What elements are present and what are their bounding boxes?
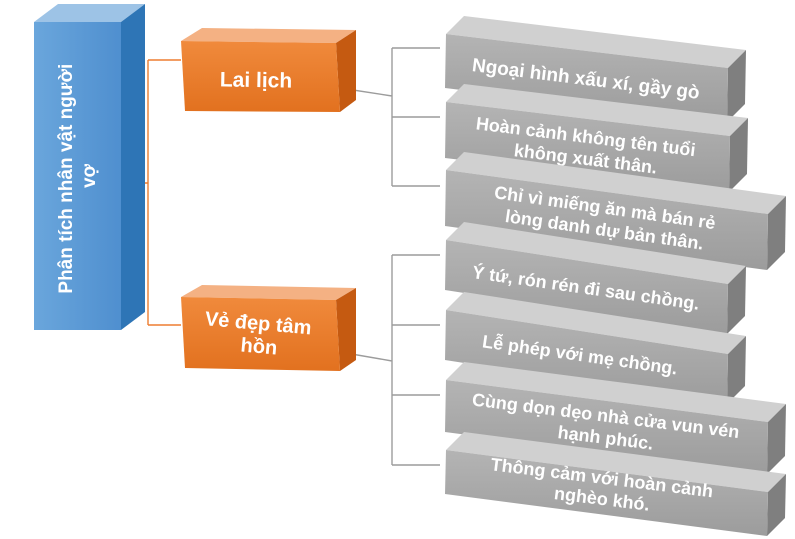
leaf-node-front-face [445, 380, 768, 474]
branch-node-label: Lai lịch [220, 68, 293, 92]
branch-node-ve-dep-tam-hon: Vẻ đẹp tâm hồn [181, 285, 356, 371]
leaf-node-top-face [446, 222, 746, 284]
leaf-node-top-face [446, 362, 786, 422]
leaf-node-top-face [446, 152, 786, 214]
leaf-node-side-face [729, 118, 748, 192]
leaf-node-front-face [445, 102, 730, 192]
leaf-node-side-face [727, 266, 746, 334]
leaf-node-front-face [445, 310, 728, 404]
leaf-node-top-face [446, 16, 746, 68]
leaf-node-side-face [727, 336, 746, 404]
leaf-node: Lễ phép với mẹ chồng. [445, 292, 746, 404]
leaf-node: Ý tứ, rón rén đi sau chồng. [445, 222, 746, 334]
leaf-node: Cùng dọn dẹo nhà cửa vun vén hạnh phúc. [445, 362, 786, 474]
root-node: Phân tích nhân vật người vợ [34, 4, 145, 330]
leaf-node-side-face [767, 404, 786, 474]
root-node-front-face [34, 22, 121, 330]
leaf-node-front-face [445, 34, 728, 122]
root-node-label: Phân tích nhân vật người vợ [56, 58, 100, 293]
root-node-side-face [121, 4, 145, 330]
leaf-node: Chỉ vì miếng ăn mà bán rẻ lòng danh dự b… [445, 152, 786, 270]
leaf-node-front-face [445, 450, 768, 536]
leaf-node: Thông cảm với hoàn cảnh nghèo khó. [445, 432, 786, 536]
leaf-node-front-face [445, 170, 768, 270]
branch1-to-leaves-connector [339, 47, 440, 187]
leaf-node-side-face [727, 50, 746, 122]
branch-node-top-face [181, 28, 356, 43]
branch-node-front-face [181, 297, 340, 371]
branch-node-top-face [181, 285, 356, 300]
leaf-node-side-face [767, 196, 786, 270]
branch2-to-leaves-connector [339, 254, 440, 466]
leaf-node-top-face [446, 84, 748, 136]
leaf-node-top-face [446, 432, 786, 492]
leaf-node-top-face [446, 292, 746, 354]
leaf-node: Hoàn cảnh không tên tuổi không xuất thân… [445, 84, 748, 192]
leaf-node-side-face [767, 474, 786, 536]
branch-node-front-face [181, 41, 340, 112]
branch-node-side-face [336, 288, 356, 371]
root-node-top-face [34, 4, 145, 22]
leaf-node-front-face [445, 240, 728, 334]
branch-node-side-face [336, 30, 356, 112]
branch-node-lai-lich: Lai lịch [181, 28, 356, 112]
